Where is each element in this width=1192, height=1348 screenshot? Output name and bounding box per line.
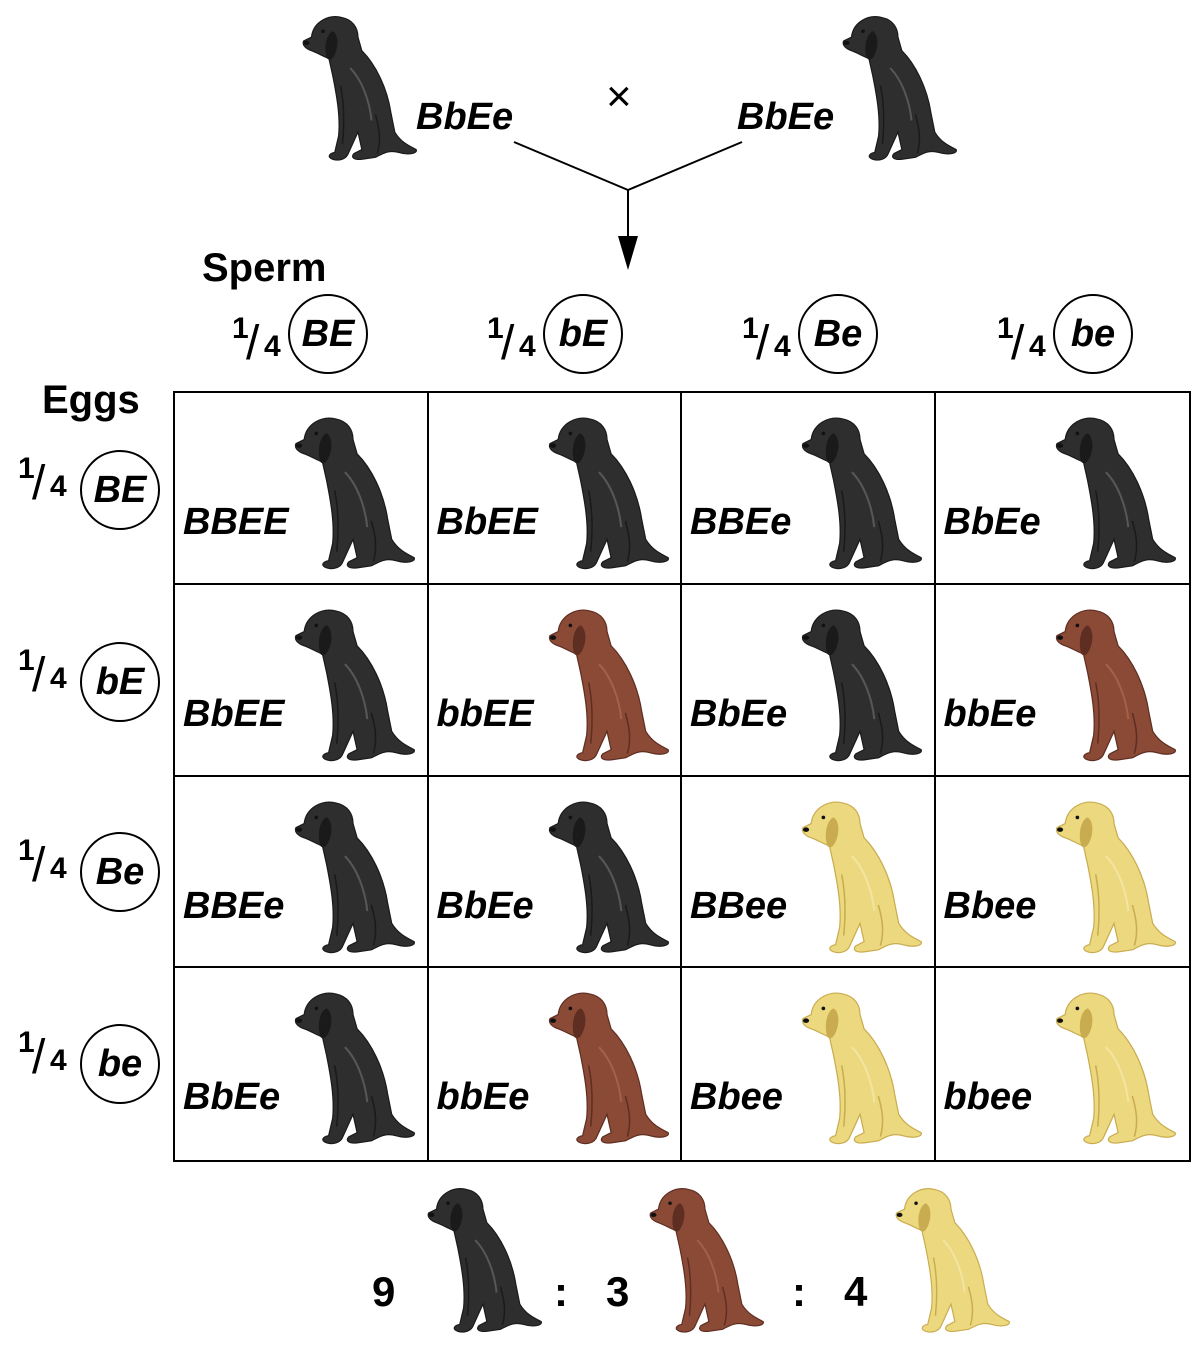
cross-symbol: × (606, 72, 632, 121)
cell-genotype: BbEe (436, 884, 534, 927)
punnett-cell: bbee (936, 968, 1190, 1160)
egg-fraction-bE-slash: / (32, 649, 46, 702)
cell-genotype: bbEE (436, 692, 534, 735)
cell-genotype: BbEe (943, 501, 1041, 543)
punnett-cell: BBEE (175, 393, 429, 585)
cross-arrow (513, 141, 743, 270)
egg-gamete-be: be (80, 1024, 160, 1104)
sperm-fraction-Be-slash: / (756, 317, 770, 370)
dog-yellow (790, 793, 928, 966)
sperm-fraction-be-slash: / (1011, 317, 1025, 370)
dog-black (537, 793, 675, 966)
sperm-fraction-bE-slash: / (501, 317, 515, 370)
sperm-gamete-be: be (1053, 294, 1133, 374)
cell-genotype: BBee (690, 884, 788, 927)
sperm-gamete-Be: Be (798, 294, 878, 374)
punnett-square: BBEE BbEE BBEe BbEe BbEE (173, 391, 1191, 1162)
sperm-fraction-bE-numerator: 1 (487, 312, 504, 345)
egg-fraction-BE-denominator: 4 (50, 470, 67, 503)
punnett-cell: BbEE (175, 584, 429, 777)
cell-genotype: BBEe (183, 884, 285, 927)
ratio-yellow-dog (880, 1180, 1020, 1345)
cell-genotype: Bbee (690, 1076, 783, 1119)
parent-right-genotype: BbEe (737, 96, 835, 138)
sperm-label: Sperm (202, 246, 327, 290)
ratio-yellow-count: 4 (844, 1268, 868, 1315)
dog-black (1044, 409, 1182, 582)
sperm-fraction-BE-denominator: 4 (264, 330, 281, 363)
dog-chocolate (537, 984, 675, 1157)
parent-right-dog (832, 8, 962, 173)
egg-fraction-Be-numerator: 1 (18, 834, 35, 867)
egg-fraction-bE-numerator: 1 (18, 644, 35, 677)
egg-fraction-BE-numerator: 1 (18, 452, 35, 485)
cell-genotype: bbEe (943, 692, 1037, 735)
egg-fraction-be-numerator: 1 (18, 1026, 35, 1059)
cell-genotype: Bbee (943, 884, 1037, 927)
dog-black (790, 409, 928, 582)
punnett-cell: BBee (682, 776, 936, 969)
punnett-cell: BbEe (428, 776, 682, 969)
eggs-label: Eggs (42, 378, 140, 422)
egg-fraction-bE-denominator: 4 (50, 662, 67, 695)
cell-genotype: BbEe (690, 692, 788, 735)
dog-black (790, 601, 928, 774)
egg-fraction-Be-slash: / (32, 839, 46, 892)
punnett-cell: bbEE (428, 584, 682, 777)
cell-genotype: BbEE (183, 692, 285, 735)
sperm-gamete-BE: BE (288, 294, 368, 374)
dog-black (283, 984, 421, 1157)
egg-gamete-BE: BE (80, 450, 160, 530)
punnett-cell: bbEe (935, 585, 1189, 777)
punnett-cell: BbEe (682, 584, 936, 777)
egg-fraction-BE-slash: / (32, 457, 46, 510)
punnett-cell: Bbee (682, 968, 936, 1160)
cell-genotype: BbEe (183, 1076, 281, 1119)
dog-chocolate (1044, 601, 1182, 774)
egg-fraction-be-denominator: 4 (50, 1044, 67, 1077)
egg-fraction-be-slash: / (32, 1031, 46, 1084)
sperm-fraction-be-denominator: 4 (1029, 330, 1046, 363)
sperm-fraction-be-numerator: 1 (997, 312, 1014, 345)
ratio-black-dog (412, 1180, 552, 1345)
cell-genotype: BBEe (690, 501, 792, 543)
dog-yellow (1044, 984, 1182, 1157)
ratio-chocolate-count: 3 (606, 1268, 630, 1315)
cell-genotype: BbEE (436, 501, 538, 543)
sperm-fraction-BE-slash: / (246, 317, 260, 370)
dog-chocolate (537, 601, 675, 774)
parent-left-dog (292, 8, 422, 173)
sperm-fraction-Be-numerator: 1 (742, 312, 759, 345)
dog-black (283, 793, 421, 966)
dog-yellow (1044, 793, 1182, 966)
ratio-separator-1: : (554, 1268, 568, 1315)
punnett-cell: BbEe (935, 393, 1189, 585)
sperm-fraction-Be-denominator: 4 (774, 330, 791, 363)
cell-genotype: bbEe (436, 1076, 530, 1119)
parent-left-genotype: BbEe (416, 96, 514, 138)
sperm-gamete-bE: bE (543, 294, 623, 374)
ratio-chocolate-dog (634, 1180, 774, 1345)
dog-black (537, 409, 675, 582)
cell-genotype: bbee (943, 1076, 1033, 1119)
punnett-cell: BBEe (682, 393, 936, 585)
egg-gamete-bE: bE (80, 642, 160, 722)
punnett-cell: bbEe (429, 968, 682, 1160)
punnett-cell: BBEe (175, 776, 429, 969)
dog-yellow (790, 984, 928, 1157)
punnett-cell: BbEE (428, 393, 682, 585)
punnett-cell: BbEe (175, 968, 429, 1160)
cell-genotype: BBEE (183, 501, 289, 543)
egg-gamete-Be: Be (80, 832, 160, 912)
dog-black (283, 601, 421, 774)
ratio-separator-2: : (792, 1268, 806, 1315)
dog-black (283, 409, 421, 582)
ratio-black-count: 9 (372, 1268, 396, 1315)
egg-fraction-Be-denominator: 4 (50, 852, 67, 885)
sperm-fraction-BE-numerator: 1 (232, 312, 249, 345)
punnett-cell: Bbee (935, 777, 1189, 969)
sperm-fraction-bE-denominator: 4 (519, 330, 536, 363)
